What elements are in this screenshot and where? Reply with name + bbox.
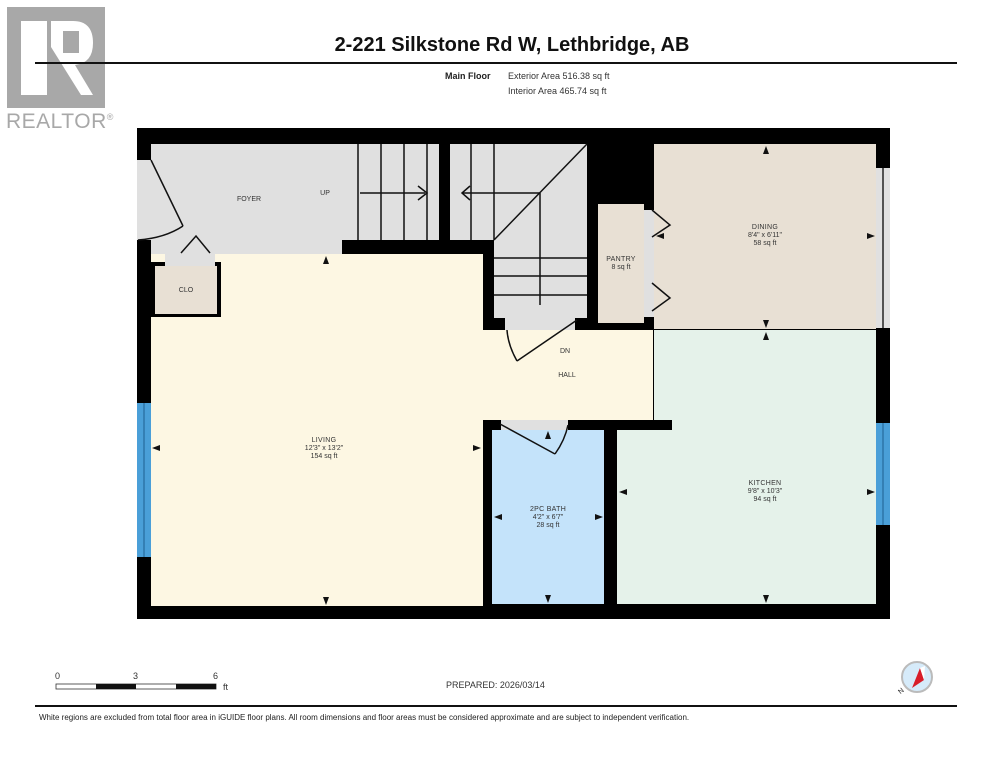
scale-unit: ft (223, 682, 229, 692)
arrow (323, 256, 329, 264)
floor-name: Main Floor (445, 71, 491, 81)
scale-tick-6: 6 (213, 671, 219, 681)
scale-tick-0: 0 (55, 671, 61, 681)
header-divider (35, 62, 957, 64)
disclaimer-text: White regions are excluded from total fl… (39, 713, 690, 722)
stairs-up-label: UP (320, 190, 330, 197)
foyer-label: FOYER (236, 196, 262, 203)
hall-area (483, 330, 653, 420)
hall-label: HALL (558, 372, 576, 379)
clo-area (155, 266, 217, 314)
kitchen-area (617, 430, 876, 604)
realtor-logo (7, 7, 105, 108)
prepared-date: PREPARED: 2026/03/14 (446, 680, 545, 690)
interior-area: Interior Area 465.74 sq ft (508, 86, 607, 96)
scale-tick-3: 3 (133, 671, 139, 681)
stairs-upper-left (347, 144, 439, 240)
scale-bar (55, 683, 217, 690)
property-address-title: 2-221 Silkstone Rd W, Lethbridge, AB (334, 34, 690, 56)
stairs-upper-right (450, 144, 587, 240)
bath-area (492, 430, 604, 604)
foyer-area (151, 144, 347, 254)
exterior-area: Exterior Area 516.38 sq ft (508, 71, 610, 81)
dining-area (654, 144, 876, 329)
compass-icon (901, 661, 933, 693)
realtor-wordmark: REALTOR® (6, 110, 114, 133)
realtor-r-icon (21, 21, 93, 95)
clo-label: CLO (178, 287, 194, 294)
stairs-down-label: DN (559, 348, 571, 355)
pantry-area (598, 204, 644, 323)
footer-divider (35, 705, 957, 707)
